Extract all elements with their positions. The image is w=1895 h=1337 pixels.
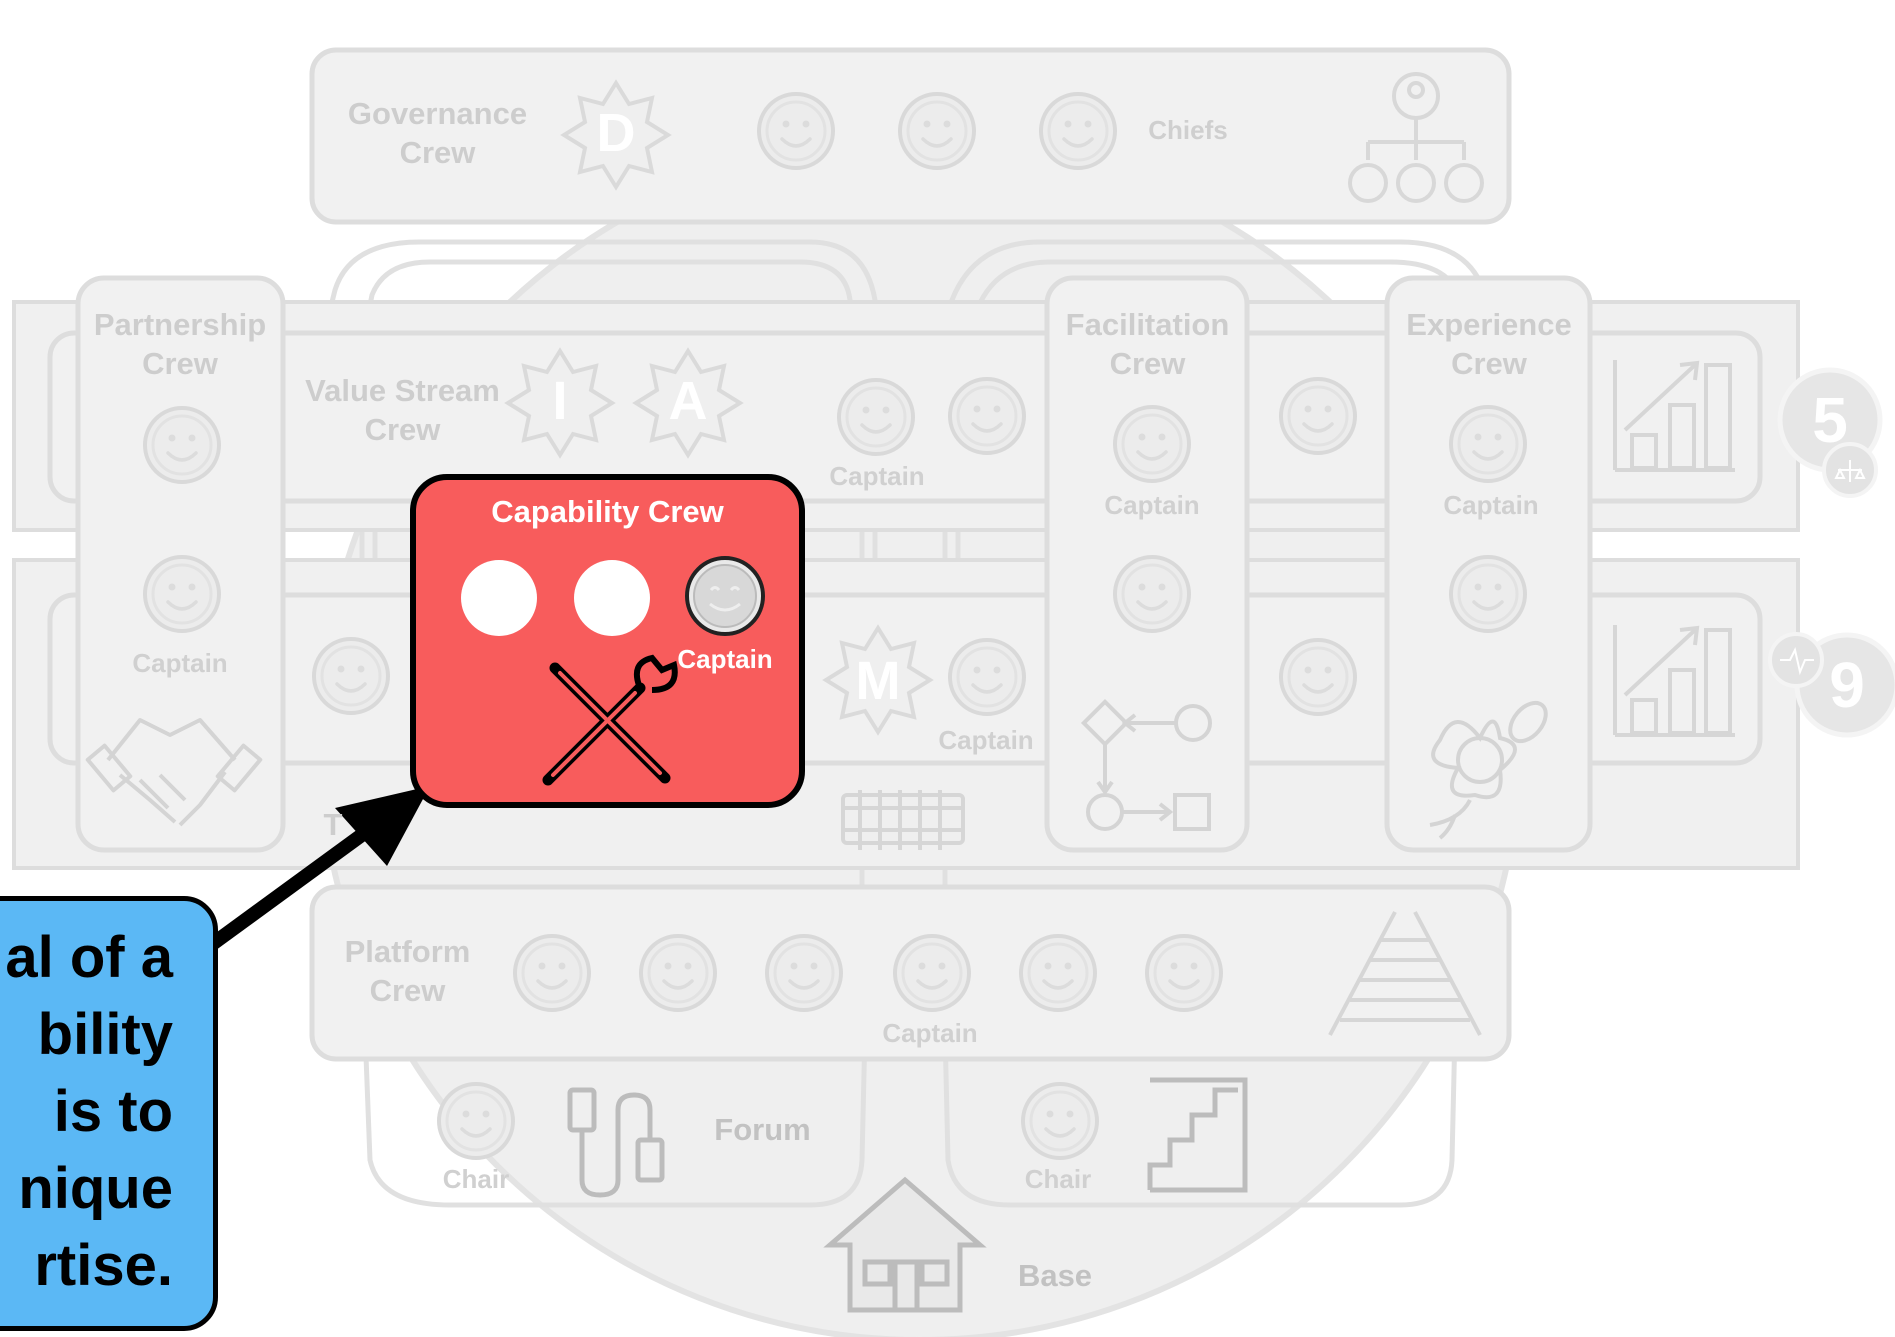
- callout-text: al of a bility is to nique rtise.: [0, 919, 173, 1304]
- enabling-badge-letter: M: [848, 650, 908, 712]
- emoji-face-icon: [1023, 1084, 1097, 1158]
- emoji-face-icon: [1281, 640, 1355, 714]
- base-label: Base: [1005, 1256, 1105, 1295]
- forum-chair-label: Chair: [436, 1164, 516, 1195]
- emoji-face-icon: [1021, 936, 1095, 1010]
- value-stream-badge-letter: A: [658, 370, 718, 432]
- callout-box: al of a bility is to nique rtise.: [0, 896, 218, 1331]
- emoji-face-icon: [759, 94, 833, 168]
- capability-crew-title: Capability Crew: [413, 494, 802, 530]
- side-number: 5: [1795, 383, 1865, 457]
- emoji-face-icon: [641, 936, 715, 1010]
- emoji-face-icon: [1147, 936, 1221, 1010]
- emoji-face-icon: [839, 380, 913, 454]
- emoji-face-icon: [1281, 379, 1355, 453]
- value-stream-badge-letter: I: [530, 370, 590, 432]
- value-stream-crew-title: Value Stream Crew: [295, 371, 510, 449]
- emoji-face-icon: [515, 936, 589, 1010]
- emoji-face-icon: [1115, 407, 1189, 481]
- value-stream-captain-label: Captain: [817, 461, 937, 492]
- fence-icon: [843, 790, 963, 850]
- emoji-face-icon: [1451, 557, 1525, 631]
- partnership-crew-title: Partnership Crew: [85, 305, 275, 383]
- emoji-face-icon: [1041, 94, 1115, 168]
- platform-captain-label: Captain: [870, 1018, 990, 1049]
- partnership-captain-label: Captain: [120, 648, 240, 679]
- experience-captain-label: Captain: [1431, 490, 1551, 521]
- emoji-face-icon: [895, 936, 969, 1010]
- emoji-face-icon: [900, 94, 974, 168]
- experience-crew-title: Experience Crew: [1390, 305, 1588, 383]
- emoji-face-icon: [314, 639, 388, 713]
- forum-label: Forum: [700, 1110, 825, 1149]
- chiefs-label: Chiefs: [1138, 115, 1238, 146]
- base-chair-label: Chair: [1018, 1164, 1098, 1195]
- emoji-face-icon: [439, 1084, 513, 1158]
- emoji-face-icon: [950, 379, 1024, 453]
- emoji-face-icon: [145, 557, 219, 631]
- emoji-face-icon: [950, 640, 1024, 714]
- enabling-captain-label: Captain: [926, 725, 1046, 756]
- platform-crew-title: Platform Crew: [315, 932, 500, 1010]
- emoji-face-icon: [767, 936, 841, 1010]
- facilitation-captain-label: Captain: [1092, 490, 1212, 521]
- governance-crew-title: Governance Crew: [330, 94, 545, 172]
- emoji-face-icon: [1451, 407, 1525, 481]
- enabling-partial-label: T: [318, 805, 348, 844]
- capability-captain-label: Captain: [665, 644, 785, 675]
- emoji-face-icon: [1115, 557, 1189, 631]
- facilitation-crew-title: Facilitation Crew: [1050, 305, 1245, 383]
- emoji-face-icon: [145, 408, 219, 482]
- governance-badge-letter: D: [586, 102, 646, 164]
- side-number: 9: [1812, 648, 1882, 722]
